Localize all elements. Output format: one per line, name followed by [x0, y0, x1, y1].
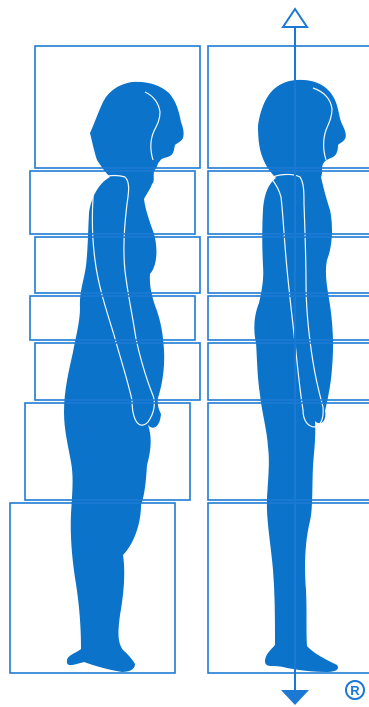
plumb-line-bottom-arrow-icon: [281, 690, 309, 705]
plumb-line-top-arrow-icon: [283, 9, 307, 27]
registered-mark-icon: R: [346, 681, 364, 699]
registered-mark-letter: R: [350, 683, 360, 698]
